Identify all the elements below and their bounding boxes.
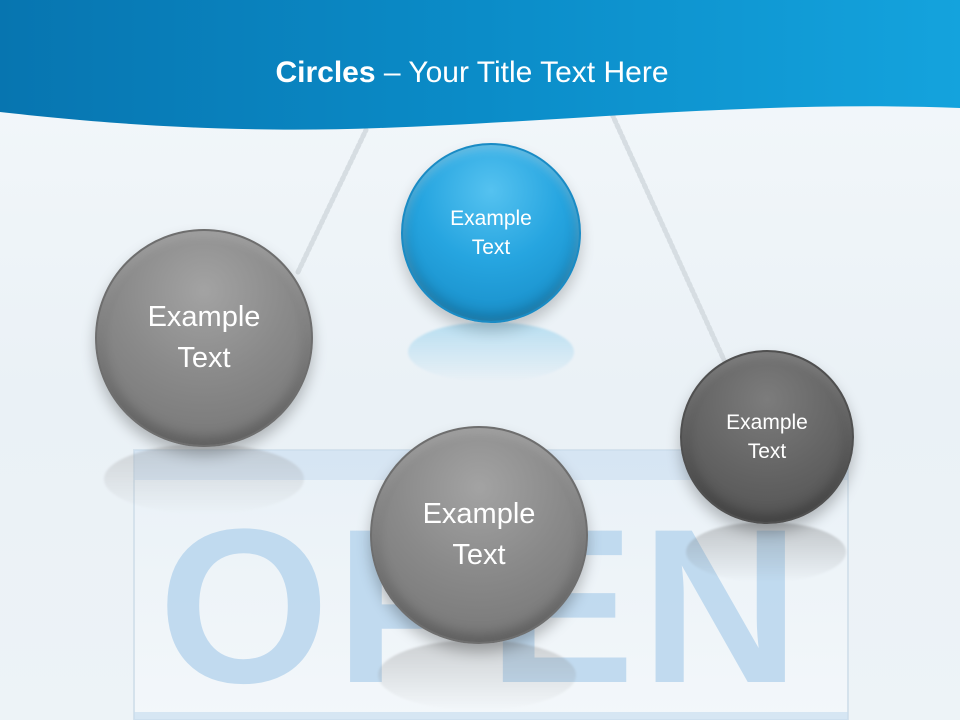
right-chain (609, 111, 727, 363)
title-bold: Circles (275, 56, 376, 89)
left-chain (295, 127, 369, 275)
header-banner (0, 0, 960, 130)
slide-title: Circles – Your Title Text Here (0, 56, 944, 90)
title-rest: – Your Title Text Here (375, 56, 669, 89)
left-circle-reflection (104, 444, 304, 514)
right-circle-reflection (686, 522, 846, 582)
blue-circle-reflection (408, 322, 574, 382)
center-circle-reflection (378, 640, 576, 710)
